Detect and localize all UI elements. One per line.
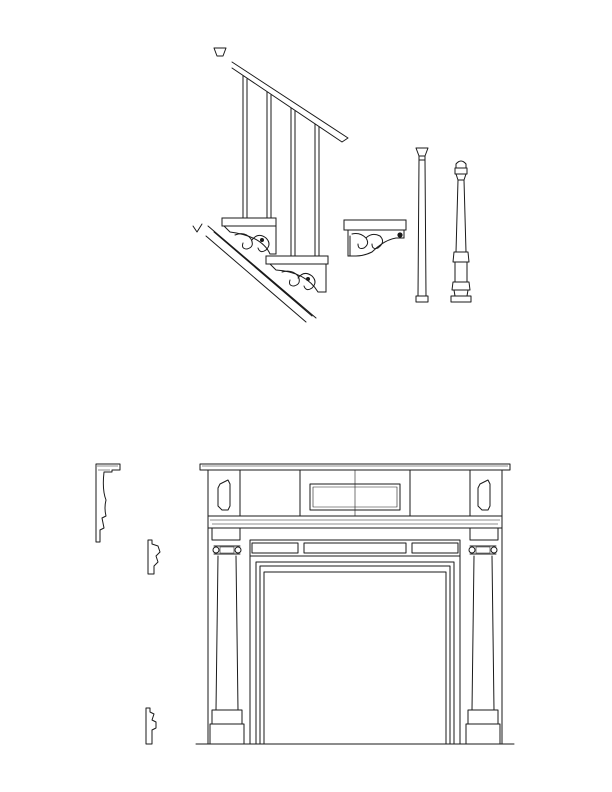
fireplace-mantel-drawing — [195, 463, 515, 745]
mantel-bed-profile — [147, 539, 161, 575]
baluster-drawing — [415, 147, 429, 303]
newel-post-drawing — [450, 160, 472, 303]
mantel-cornice-profile — [95, 463, 121, 543]
stair-railing-drawing — [192, 47, 349, 323]
stair-bracket-drawing — [343, 219, 407, 257]
mantel-base-profile — [145, 707, 157, 745]
